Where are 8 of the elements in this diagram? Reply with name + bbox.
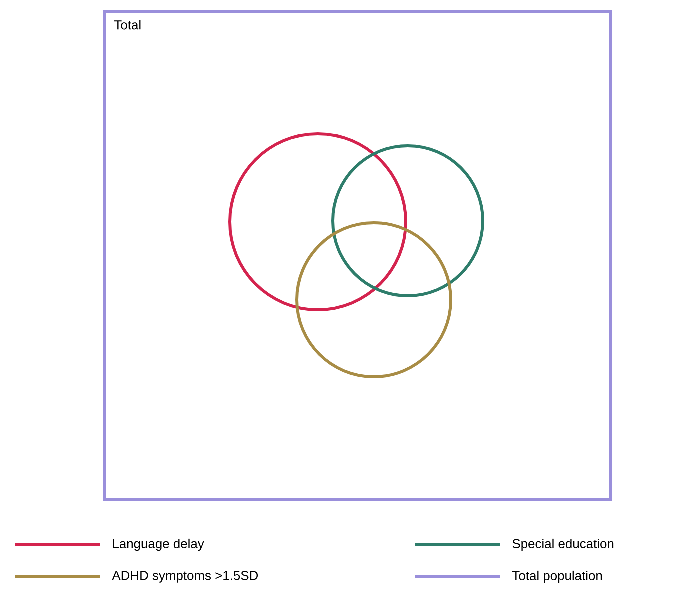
venn-circle [332, 144, 484, 298]
venn-circle [296, 222, 452, 378]
legend-label: Language delay [113, 538, 204, 552]
population-box: Total [104, 10, 612, 502]
venn-circle [228, 132, 408, 312]
legend-label: ADHD symptoms >1.5SD [112, 571, 258, 583]
legend-label: Special education [512, 538, 614, 552]
legend-label: Total population [512, 570, 602, 584]
